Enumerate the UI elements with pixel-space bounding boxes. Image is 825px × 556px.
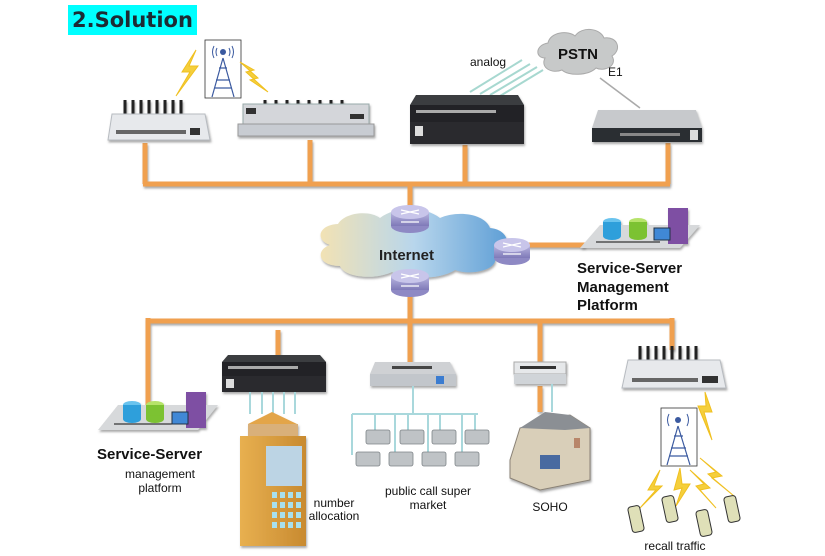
building-lines bbox=[249, 392, 296, 414]
gsm-gateway-rack-top bbox=[237, 100, 375, 137]
voip-gateway-pbx-bottom bbox=[222, 355, 326, 392]
analog-label: analog bbox=[470, 55, 506, 69]
e1-label: E1 bbox=[608, 65, 623, 79]
pstn-label: PSTN bbox=[558, 46, 598, 63]
top-bus bbox=[142, 140, 671, 215]
recall-traffic-label: recall traffic bbox=[644, 539, 706, 553]
pstn-cloud: PSTN bbox=[537, 29, 619, 75]
wireless-signal-bottom-icons bbox=[639, 391, 735, 509]
service-server-right-icon bbox=[580, 208, 700, 248]
section-title: 2.Solution bbox=[68, 5, 197, 35]
number-allocation-label-1: number bbox=[313, 496, 355, 510]
voip-gateway-analog-top bbox=[410, 95, 524, 144]
router-top-icon bbox=[391, 205, 429, 233]
gsm-gateway-8port-bottom bbox=[621, 346, 727, 389]
public-call-label-1: public call super bbox=[384, 484, 472, 498]
mobile-phone-icons bbox=[627, 495, 741, 537]
soho-label: SOHO bbox=[532, 500, 568, 514]
service-server-right-line2: Management bbox=[577, 279, 669, 296]
service-server-left-title: Service-Server bbox=[97, 446, 203, 463]
router-bottom-icon bbox=[391, 269, 429, 297]
service-server-left-sub2: platform bbox=[138, 481, 182, 495]
soho-house-icon bbox=[509, 412, 591, 491]
service-server-right-line3: Platform bbox=[577, 297, 638, 314]
gateway-public-call-bottom bbox=[370, 362, 456, 386]
service-server-right-line1: Service-Server bbox=[577, 260, 683, 277]
router-right-icon bbox=[494, 238, 530, 265]
router-icons bbox=[391, 205, 530, 297]
number-allocation-label-2: allocation bbox=[308, 509, 360, 523]
e1-gateway-top bbox=[592, 110, 702, 142]
wireless-signal-icons bbox=[175, 49, 269, 97]
e1-line bbox=[599, 77, 641, 109]
internet-label: Internet bbox=[379, 247, 434, 264]
public-call-label-2: market bbox=[409, 498, 447, 512]
cell-tower-top-icon bbox=[204, 39, 242, 99]
internet-cloud: Internet bbox=[320, 209, 508, 278]
gsm-gateway-8port-top bbox=[107, 100, 211, 141]
soho-gateway-bottom bbox=[513, 361, 567, 384]
office-building-icon bbox=[240, 412, 306, 546]
analog-lines bbox=[469, 59, 544, 97]
service-server-left-icon bbox=[98, 392, 218, 430]
desk-phone-icons bbox=[355, 429, 490, 467]
service-server-left-sub1: management bbox=[124, 467, 196, 481]
cell-tower-bottom-icon bbox=[660, 407, 698, 467]
phone-wiring bbox=[351, 386, 478, 455]
